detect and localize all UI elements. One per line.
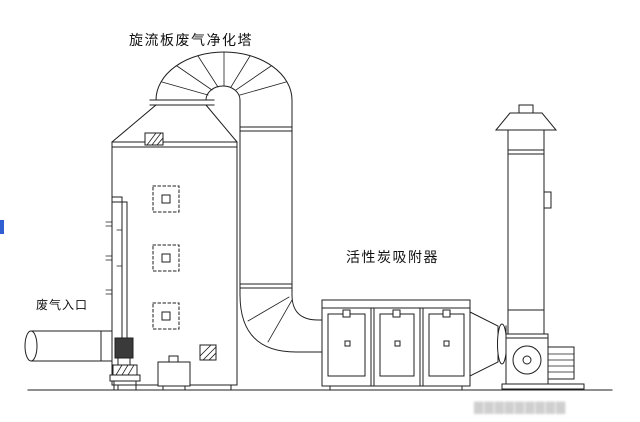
centrifugal-fan <box>501 333 585 390</box>
fan-base <box>501 383 585 390</box>
manhole-door-middle <box>152 244 180 272</box>
adsorber-door-left <box>327 309 366 377</box>
spray-pipe <box>111 196 128 341</box>
fan-motor <box>547 346 575 380</box>
label-scrubber-tower: 旋流板废气净化塔 <box>129 32 253 48</box>
manhole-door-bottom <box>152 302 180 330</box>
label-gas-inlet: 废气入口 <box>36 298 89 312</box>
downcomer-duct <box>239 99 293 296</box>
stack-rain-cap <box>494 112 558 131</box>
elbow-duct <box>239 294 323 353</box>
label-adsorber: 活性炭吸附器 <box>346 249 439 265</box>
manhole-door-top <box>152 185 180 213</box>
adsorber-door-right <box>428 309 465 377</box>
adsorber-door-center <box>379 309 415 377</box>
u-bend-duct <box>155 51 293 101</box>
stack-port <box>543 191 552 209</box>
waste-gas-inlet-pipe <box>24 330 113 362</box>
screen-artifact <box>0 220 4 234</box>
reducer-connector <box>469 311 507 377</box>
dosing-tank <box>157 355 191 391</box>
circulation-pump <box>109 337 141 391</box>
damper-hatch <box>199 344 217 361</box>
exhaust-stack <box>494 104 558 335</box>
demister-hatch <box>144 132 164 146</box>
activated-carbon-adsorber <box>321 299 471 391</box>
watermark: ▇▇▇▇▇▇▇▇▇ <box>474 400 567 414</box>
